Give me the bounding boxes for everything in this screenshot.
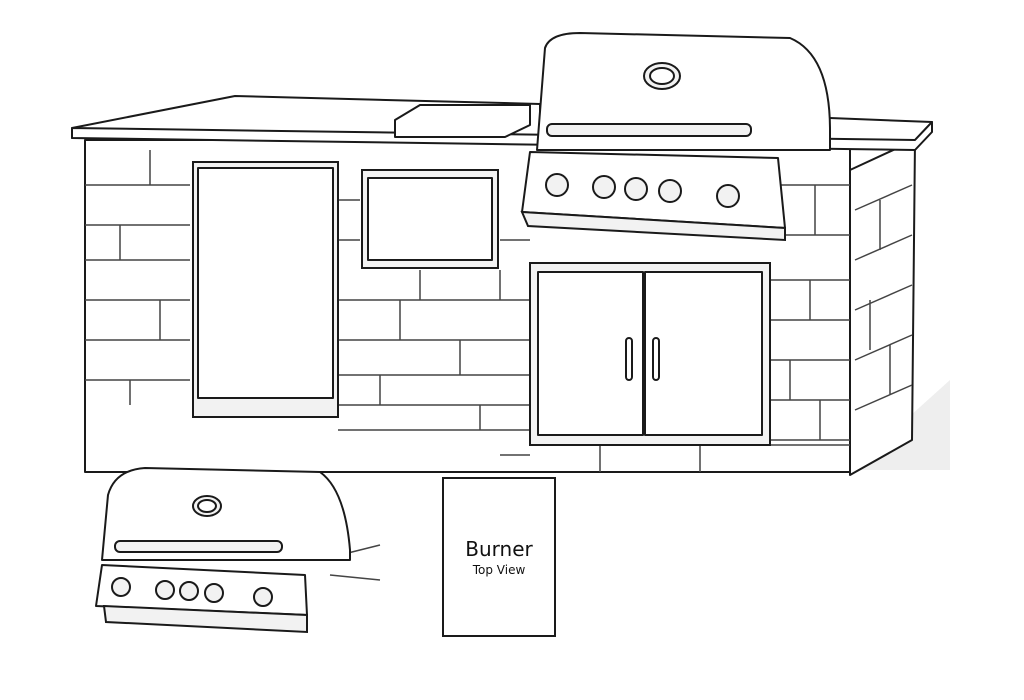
burner-label-title: Burner <box>465 537 533 561</box>
burner-top-view-box: Burner Top View <box>442 477 556 637</box>
grill-hood <box>536 32 831 151</box>
grill-knobs <box>545 173 740 208</box>
burner-label-subtitle: Top View <box>472 563 526 577</box>
cutting-board <box>394 104 531 138</box>
grill-drip-tray <box>520 210 786 242</box>
right-cabinet-door <box>644 271 763 436</box>
access-drawer <box>367 177 493 261</box>
grill-handle <box>546 123 752 137</box>
drop-in-grill-detail <box>95 467 381 634</box>
door-handle-left <box>625 337 633 381</box>
main-grill <box>520 32 831 242</box>
door-handle-right <box>652 337 660 381</box>
refrigerator-door <box>197 167 334 399</box>
small-grill-hood <box>101 467 351 561</box>
